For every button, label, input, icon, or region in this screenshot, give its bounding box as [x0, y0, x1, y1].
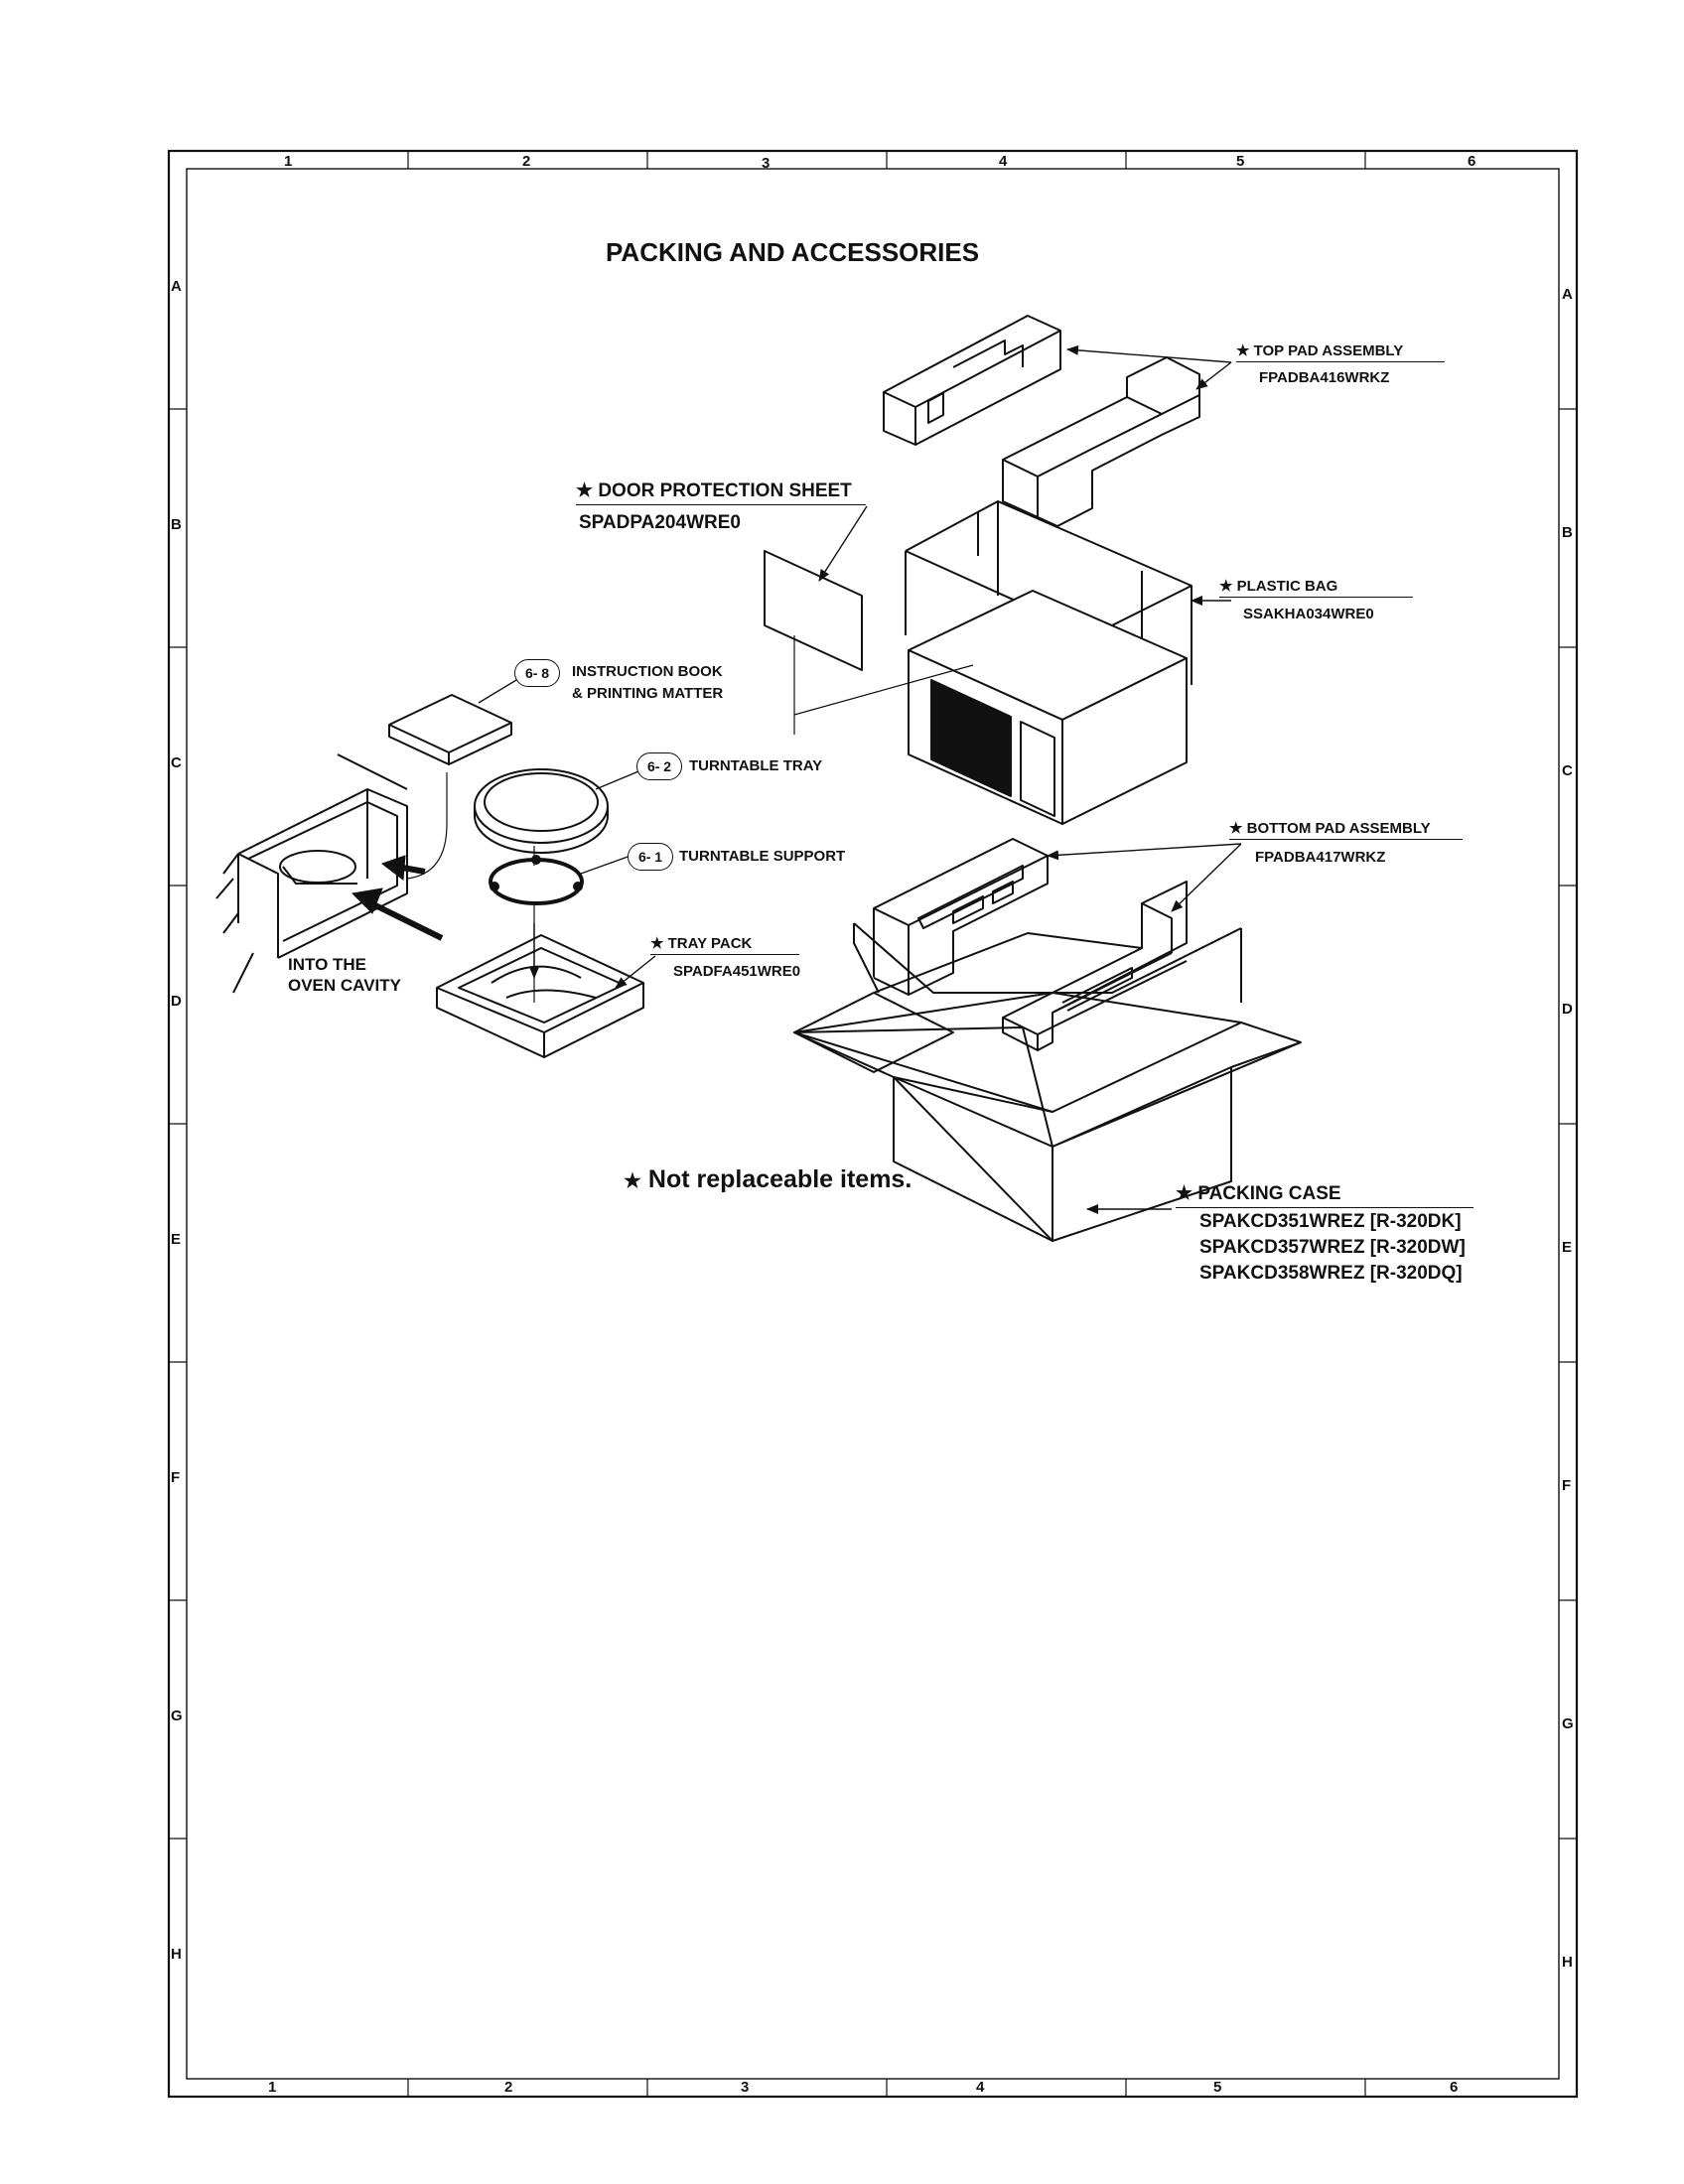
turntable-support [489, 855, 584, 905]
star-icon: ★ [1176, 1183, 1193, 1204]
grid-col-4-bottom: 4 [976, 2079, 985, 2096]
into-cavity-arrows [351, 855, 444, 941]
star-icon: ★ [1219, 578, 1233, 595]
tray-pack [436, 934, 644, 1058]
door-sheet-code: SPADPA204WRE0 [579, 512, 741, 533]
grid-row-e-left: E [171, 1231, 182, 1248]
grid-row-c-right: C [1562, 762, 1573, 779]
turntable-support-ref-badge: 6- 1 [628, 843, 673, 871]
oven-cavity [215, 753, 408, 994]
turntable-tray-ref-badge: 6- 2 [636, 752, 682, 780]
bottom-pad-name: BOTTOM PAD ASSEMBLY [1246, 820, 1431, 837]
packing-case-name: PACKING CASE [1197, 1183, 1341, 1204]
grid-row-g-left: G [171, 1707, 183, 1724]
top-pad-left [883, 315, 1061, 446]
grid-row-e-right: E [1562, 1239, 1573, 1256]
into-cavity-label-2: OVEN CAVITY [288, 976, 401, 995]
grid-row-c-left: C [171, 754, 182, 771]
grid-col-5-bottom: 5 [1213, 2079, 1222, 2096]
grid-row-h-left: H [171, 1946, 182, 1963]
plastic-bag-label: ★ PLASTIC BAG [1219, 578, 1413, 599]
not-replaceable-note: ★ Not replaceable items. [624, 1165, 912, 1194]
bottom-pad-right [1002, 881, 1188, 1051]
grid-row-a-right: A [1562, 286, 1573, 303]
bottom-pad-label: ★ BOTTOM PAD ASSEMBLY [1229, 820, 1463, 841]
top-pad-code: FPADBA416WRKZ [1259, 369, 1390, 386]
instruction-book-name-2: & PRINTING MATTER [572, 685, 724, 702]
grid-row-b-right: B [1562, 524, 1573, 541]
bottom-pad-code: FPADBA417WRKZ [1255, 849, 1386, 866]
grid-col-2-top: 2 [522, 153, 531, 170]
star-icon: ★ [576, 480, 594, 501]
tray-pack-code: SPADFA451WRE0 [673, 963, 801, 980]
packing-case-code-2: SPAKCD357WREZ [R-320DW] [1199, 1237, 1466, 1258]
grid-row-b-left: B [171, 516, 182, 533]
grid-row-d-left: D [171, 993, 182, 1010]
grid-col-1-top: 1 [284, 153, 293, 170]
grid-col-2-bottom: 2 [504, 2079, 513, 2096]
grid-col-3-top: 3 [762, 155, 771, 172]
outer-border [167, 149, 1579, 2099]
inner-border [186, 168, 1560, 2080]
grid-row-h-right: H [1562, 1954, 1573, 1971]
grid-row-a-left: A [171, 278, 182, 295]
grid-row-f-right: F [1562, 1477, 1572, 1494]
grid-row-f-left: F [171, 1469, 181, 1486]
microwave-oven [908, 590, 1188, 825]
plastic-bag-name: PLASTIC BAG [1236, 578, 1338, 595]
door-sheet-label: ★ DOOR PROTECTION SHEET [576, 480, 866, 505]
grid-col-5-top: 5 [1236, 153, 1245, 170]
grid-row-d-right: D [1562, 1001, 1573, 1018]
grid-col-6-top: 6 [1468, 153, 1476, 170]
tray-pack-name: TRAY PACK [667, 935, 753, 952]
packing-case [793, 922, 1302, 1242]
grid-col-1-bottom: 1 [268, 2079, 277, 2096]
star-icon: ★ [1229, 820, 1243, 837]
grid-col-3-bottom: 3 [741, 2079, 750, 2096]
star-icon: ★ [624, 1170, 641, 1192]
top-pad-label: ★ TOP PAD ASSEMBLY [1236, 342, 1445, 363]
door-sheet-name: DOOR PROTECTION SHEET [598, 480, 852, 501]
star-icon: ★ [1236, 342, 1250, 359]
bottom-pad-left [873, 838, 1049, 996]
door-sheet [764, 550, 863, 671]
grid-ticks [169, 151, 1577, 2097]
turntable-tray-name: TURNTABLE TRAY [689, 757, 823, 774]
grid-col-4-top: 4 [999, 153, 1008, 170]
top-pad-right [1002, 356, 1200, 527]
grid-row-g-right: G [1562, 1715, 1574, 1732]
instruction-book-ref-badge: 6- 8 [514, 659, 560, 687]
turntable-tray [474, 768, 609, 854]
instruction-book-name: INSTRUCTION BOOK [572, 663, 723, 680]
star-icon: ★ [650, 935, 664, 952]
page-title: PACKING AND ACCESSORIES [606, 237, 980, 267]
note-text: Not replaceable items. [647, 1165, 912, 1193]
into-cavity-label: INTO THE [288, 955, 367, 974]
packing-case-code-3: SPAKCD358WREZ [R-320DQ] [1199, 1263, 1463, 1284]
turntable-support-name: TURNTABLE SUPPORT [679, 848, 846, 865]
plastic-bag-code: SSAKHA034WRE0 [1243, 606, 1374, 622]
top-pad-name: TOP PAD ASSEMBLY [1253, 342, 1404, 359]
instruction-book [388, 694, 512, 765]
packing-case-code-1: SPAKCD351WREZ [R-320DK] [1199, 1211, 1462, 1232]
packing-case-label: ★ PACKING CASE [1176, 1183, 1474, 1208]
grid-col-6-bottom: 6 [1450, 2079, 1459, 2096]
tray-pack-label: ★ TRAY PACK [650, 935, 799, 956]
